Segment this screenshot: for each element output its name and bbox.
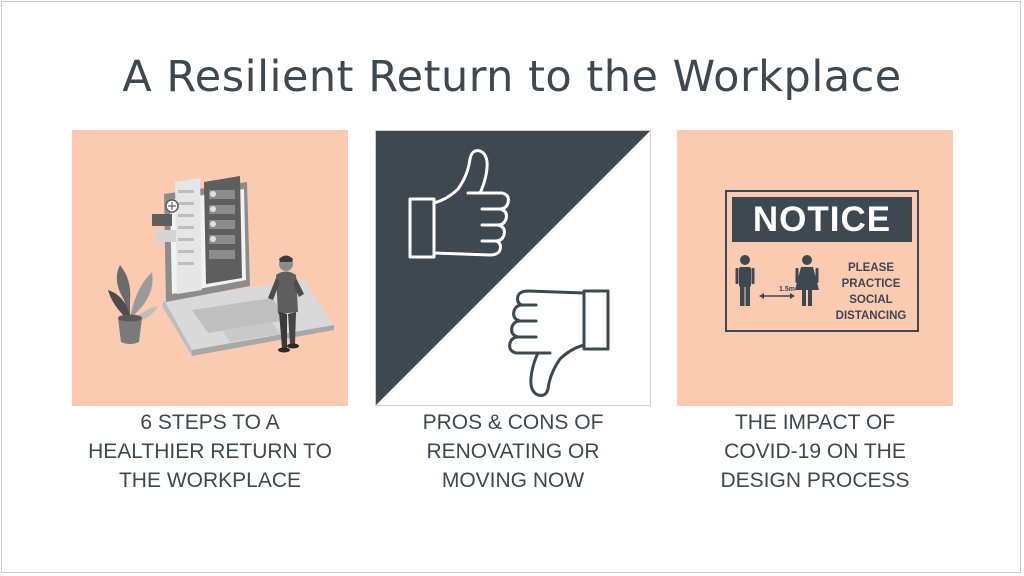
- woman-icon: [795, 255, 819, 306]
- card-pros-cons[interactable]: [375, 130, 651, 406]
- caption-line: COVID-19 ON THE: [724, 440, 906, 463]
- caption-line: MOVING NOW: [441, 469, 585, 492]
- laptop-icon: [152, 176, 334, 356]
- caption-line: DESIGN PROCESS: [720, 469, 910, 492]
- double-arrow-icon: [759, 293, 795, 299]
- thumbs-up-icon: [408, 149, 510, 259]
- social-distancing-icon: [735, 255, 819, 306]
- notice-message-line: SOCIAL: [849, 294, 893, 306]
- distance-label: 1.5m: [779, 286, 795, 293]
- person-at-laptop-illustration: [108, 176, 334, 356]
- page-title: A Resilient Return to the Workplace: [122, 52, 902, 102]
- notice-sign: NOTICE: [725, 190, 919, 332]
- caption-line: RENOVATING OR: [426, 440, 600, 463]
- card-covid-impact[interactable]: NOTICE: [677, 130, 953, 406]
- caption-pros-cons[interactable]: PROS & CONS OF RENOVATING OR MOVING NOW: [363, 408, 663, 495]
- caption-line: 6 STEPS TO A: [140, 411, 280, 434]
- card-healthier-return[interactable]: [72, 130, 348, 406]
- person-icon: [268, 255, 304, 353]
- caption-line: THE WORKPLACE: [118, 469, 302, 492]
- thumbs-down-icon: [508, 289, 610, 397]
- plant-icon: [108, 265, 158, 344]
- caption-line: HEALTHIER RETURN TO: [88, 440, 332, 463]
- caption-line: PROS & CONS OF: [422, 411, 604, 434]
- notice-message-line: PRACTICE: [841, 278, 901, 290]
- notice-heading: NOTICE: [732, 197, 912, 242]
- thumbs-up-thumbs-down-icon: [376, 131, 650, 405]
- caption-covid-impact[interactable]: THE IMPACT OF COVID-19 ON THE DESIGN PRO…: [665, 408, 965, 495]
- man-icon: [735, 255, 755, 306]
- caption-healthier-return[interactable]: 6 STEPS TO A HEALTHIER RETURN TO THE WOR…: [60, 408, 360, 495]
- notice-message: PLEASE PRACTICE SOCIAL DISTANCING: [825, 260, 917, 324]
- caption-line: THE IMPACT OF: [734, 411, 896, 434]
- notice-message-line: PLEASE: [847, 262, 894, 274]
- notice-message-line: DISTANCING: [835, 310, 907, 322]
